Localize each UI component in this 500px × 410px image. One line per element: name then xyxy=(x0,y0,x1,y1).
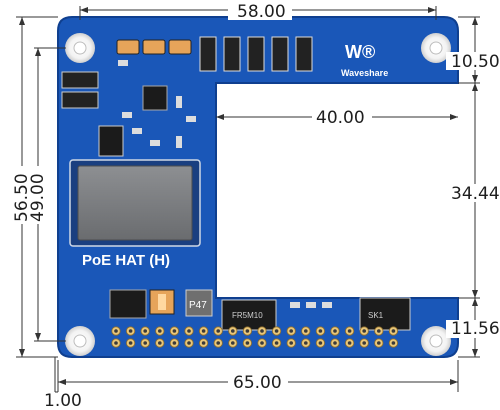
capacitor-bank-top xyxy=(116,39,192,55)
gpio-pad-hole xyxy=(158,341,162,345)
smd-diodes-left xyxy=(61,71,99,109)
gpio-pad-hole xyxy=(201,329,206,333)
gpio-pad-hole xyxy=(172,329,177,333)
gpio-pad-hole xyxy=(114,329,118,333)
controller-ic xyxy=(142,85,168,111)
gpio-pad-hole xyxy=(304,341,308,345)
mounting-hole-bottom-left xyxy=(65,326,95,356)
gpio-pad-hole xyxy=(158,329,162,333)
small-parts-bottom xyxy=(290,302,332,308)
gpio-pad-hole xyxy=(216,329,220,333)
gpio-pad-hole xyxy=(347,329,352,333)
board-name-label: PoE HAT (H) xyxy=(82,252,170,269)
logo-mark: W® xyxy=(345,42,375,62)
rectifier-right: SK1 xyxy=(359,297,411,331)
rectifier-right-marking: SK1 xyxy=(368,311,384,320)
gpio-pad-hole xyxy=(260,329,264,333)
dim-total-width: 65.00 xyxy=(233,373,282,393)
gpio-pad-hole xyxy=(216,341,220,345)
gpio-pad-hole xyxy=(260,341,264,345)
diode-array-top xyxy=(199,36,313,72)
waveshare-logo: W® Waveshare xyxy=(341,42,388,78)
electrolytic-capacitors xyxy=(149,289,175,315)
gpio-pad-hole xyxy=(289,329,294,333)
ic-bottom-left xyxy=(109,289,147,319)
gpio-pad-hole xyxy=(114,341,118,345)
transformer xyxy=(69,159,201,247)
gpio-pad-hole xyxy=(143,341,147,345)
gpio-pad-hole xyxy=(318,341,323,345)
mounting-hole-bottom-right xyxy=(421,326,451,356)
mosfet xyxy=(98,125,124,157)
dim-edge-offset: 1.00 xyxy=(44,391,82,410)
inductor-marking: P47 xyxy=(189,300,207,311)
gpio-pad-hole xyxy=(362,341,367,345)
dim-cutout-height: 34.44 xyxy=(451,184,500,204)
gpio-pad-hole xyxy=(391,329,396,333)
dim-bottom-offset: 11.56 xyxy=(451,319,500,339)
gpio-pad-hole xyxy=(347,341,352,345)
gpio-pad-hole xyxy=(128,341,133,345)
gpio-pad-hole xyxy=(187,329,191,333)
gpio-pad-hole xyxy=(362,329,367,333)
dim-width-hole-spacing: 58.00 xyxy=(237,2,286,22)
gpio-pad-hole xyxy=(304,329,308,333)
dim-top-offset: 10.50 xyxy=(451,52,500,72)
gpio-pad-hole xyxy=(289,341,294,345)
gpio-pad-hole xyxy=(231,329,235,333)
gpio-pad-hole xyxy=(245,329,250,333)
gpio-pad-hole xyxy=(172,341,177,345)
rectifier-left-marking: FR5M10 xyxy=(232,311,263,320)
dim-hole-spacing-vertical: 49.00 xyxy=(28,173,48,222)
brand-label: Waveshare xyxy=(341,68,388,78)
inductor-p47: P47 xyxy=(185,289,213,317)
dimension-arrows xyxy=(19,7,478,385)
passive-components xyxy=(118,60,196,148)
gpio-pad-hole xyxy=(318,329,323,333)
gpio-pad-hole xyxy=(377,341,381,345)
gpio-pad-hole xyxy=(201,341,206,345)
gpio-pad-hole xyxy=(391,341,396,345)
gpio-pad-hole xyxy=(187,341,191,345)
mounting-hole-top-left xyxy=(65,33,95,63)
gpio-pad-hole xyxy=(274,329,279,333)
dim-total-height: 56.50 xyxy=(12,173,32,222)
gpio-pad-hole xyxy=(245,341,250,345)
gpio-pad-hole xyxy=(333,329,337,333)
mounting-hole-top-right xyxy=(421,33,451,63)
gpio-pad-hole xyxy=(274,341,279,345)
gpio-pad-hole xyxy=(377,329,381,333)
gpio-pad-hole xyxy=(143,329,147,333)
gpio-pad-hole xyxy=(231,341,235,345)
gpio-pad-hole xyxy=(333,341,337,345)
gpio-pad-hole xyxy=(128,329,133,333)
dim-cutout-width: 40.00 xyxy=(316,108,365,128)
gpio-header-pads xyxy=(111,326,398,348)
rectifier-left: FR5M10 xyxy=(221,299,277,331)
